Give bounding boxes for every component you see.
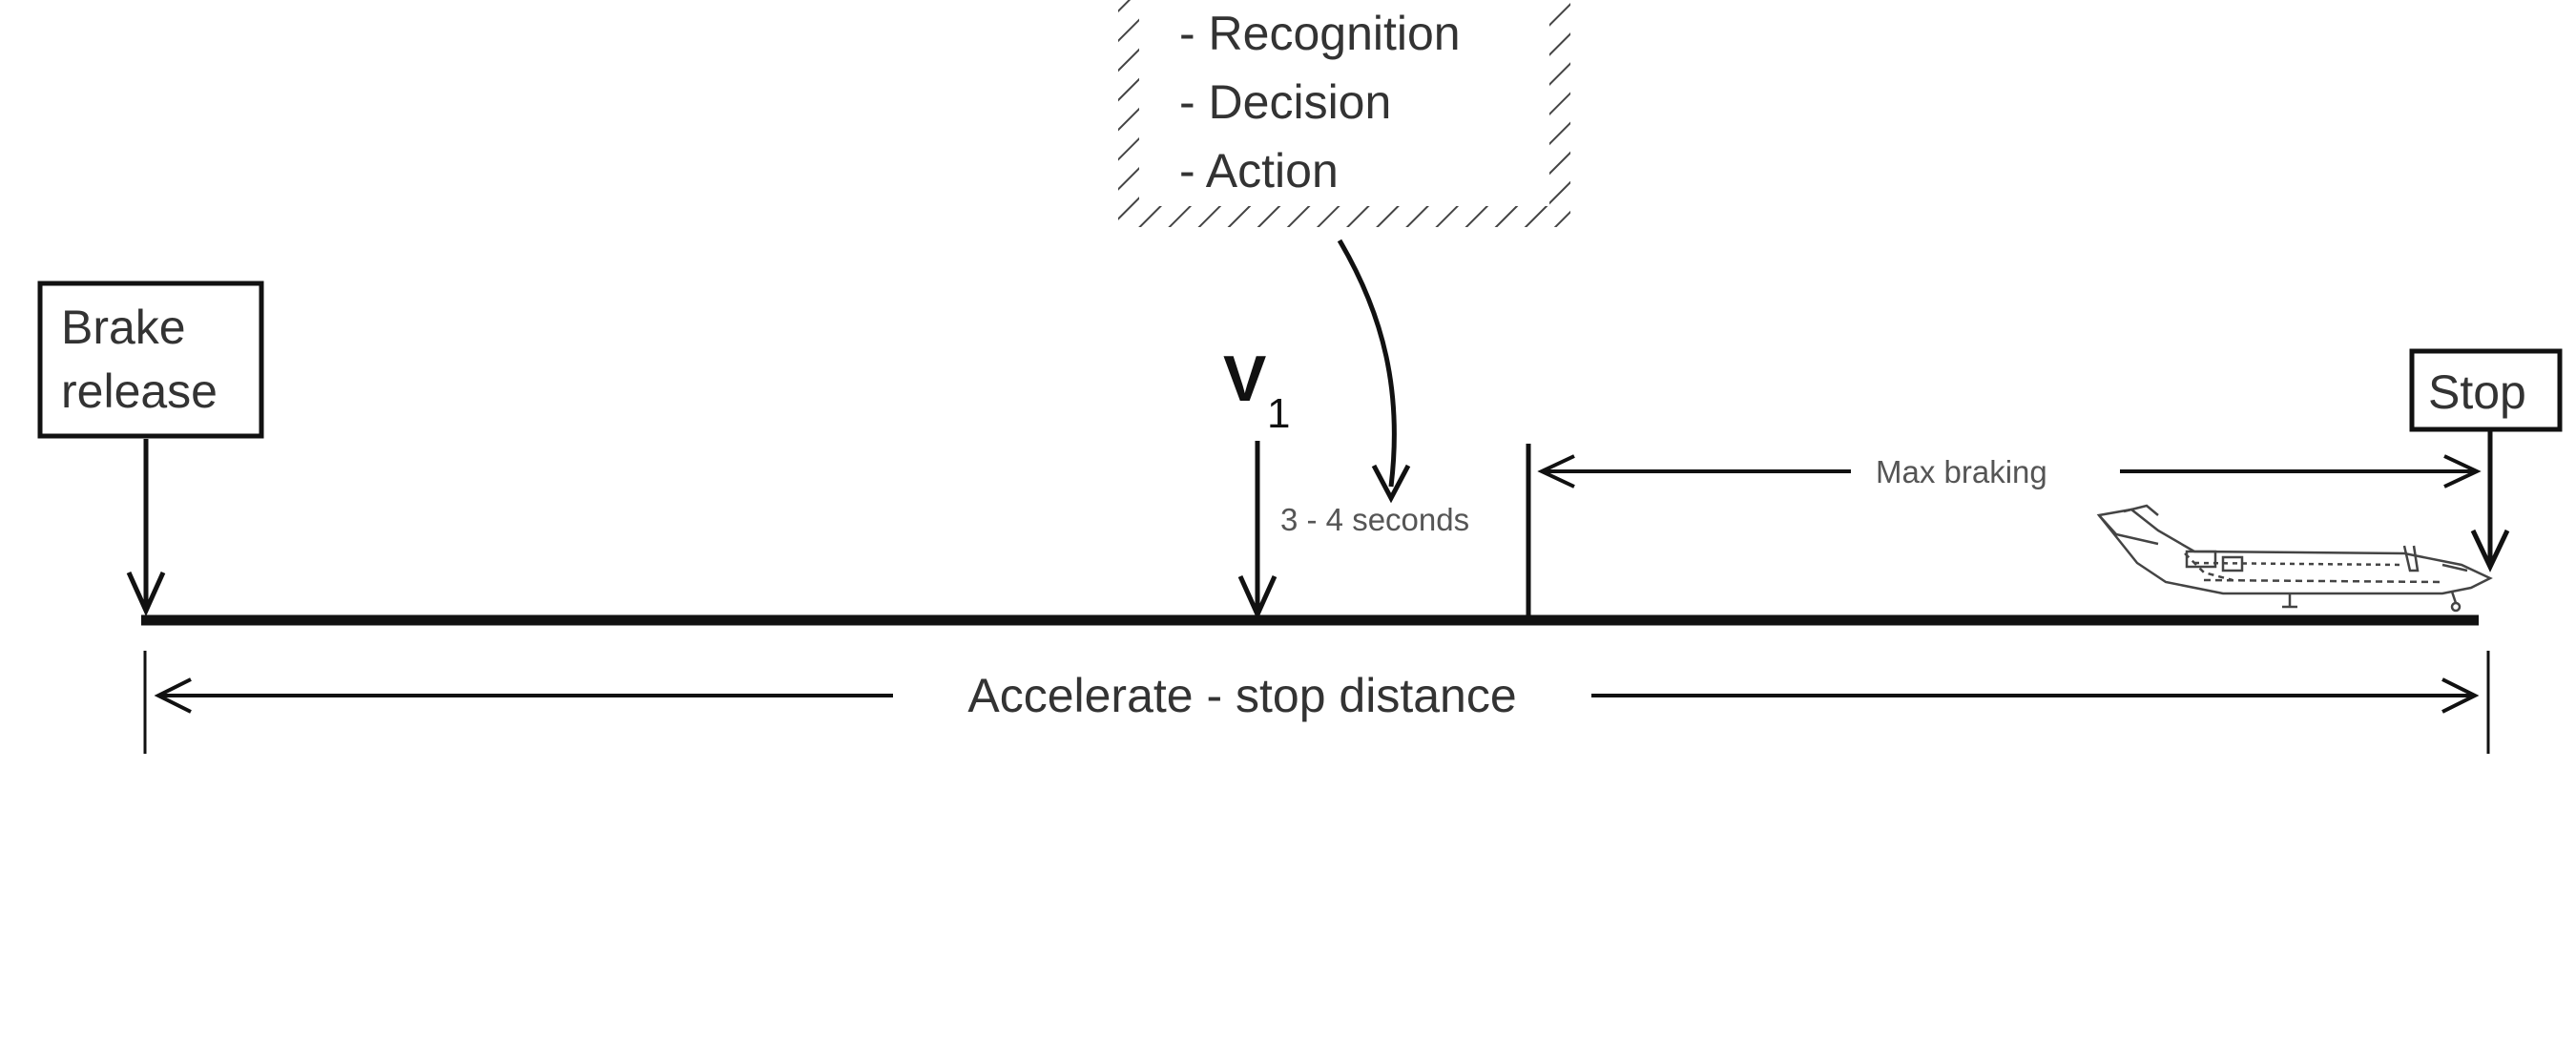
v1-subscript: 1 <box>1267 390 1290 437</box>
brake-release-arrow <box>126 439 166 617</box>
reaction-item-action: - Action <box>1179 144 1339 198</box>
brake-release-label-line2: release <box>61 364 218 418</box>
accelerate-stop-distance-dimension: Accelerate - stop distance <box>143 651 2490 754</box>
max-braking-label: Max braking <box>1876 454 2047 489</box>
reaction-box: - Recognition - Decision - Action <box>1118 0 1570 227</box>
reaction-item-decision: - Decision <box>1179 75 1391 129</box>
stop-arrow <box>2470 431 2510 572</box>
stop-box: Stop <box>2409 348 2563 432</box>
accelerate-stop-distance-label: Accelerate - stop distance <box>967 669 1516 722</box>
stop-label: Stop <box>2428 365 2526 419</box>
v1-marker: V 1 <box>1223 343 1290 621</box>
v1-label: V <box>1223 343 1266 415</box>
reaction-item-recognition: - Recognition <box>1179 7 1461 60</box>
max-braking-arrow: Max braking <box>1537 454 2482 489</box>
brake-release-label-line1: Brake <box>61 301 186 354</box>
aircraft-icon <box>2096 504 2493 613</box>
reaction-arrow <box>1337 239 1411 504</box>
reaction-time-label: 3 - 4 seconds <box>1280 502 1469 537</box>
brake-release-box: Brake release <box>37 281 264 439</box>
